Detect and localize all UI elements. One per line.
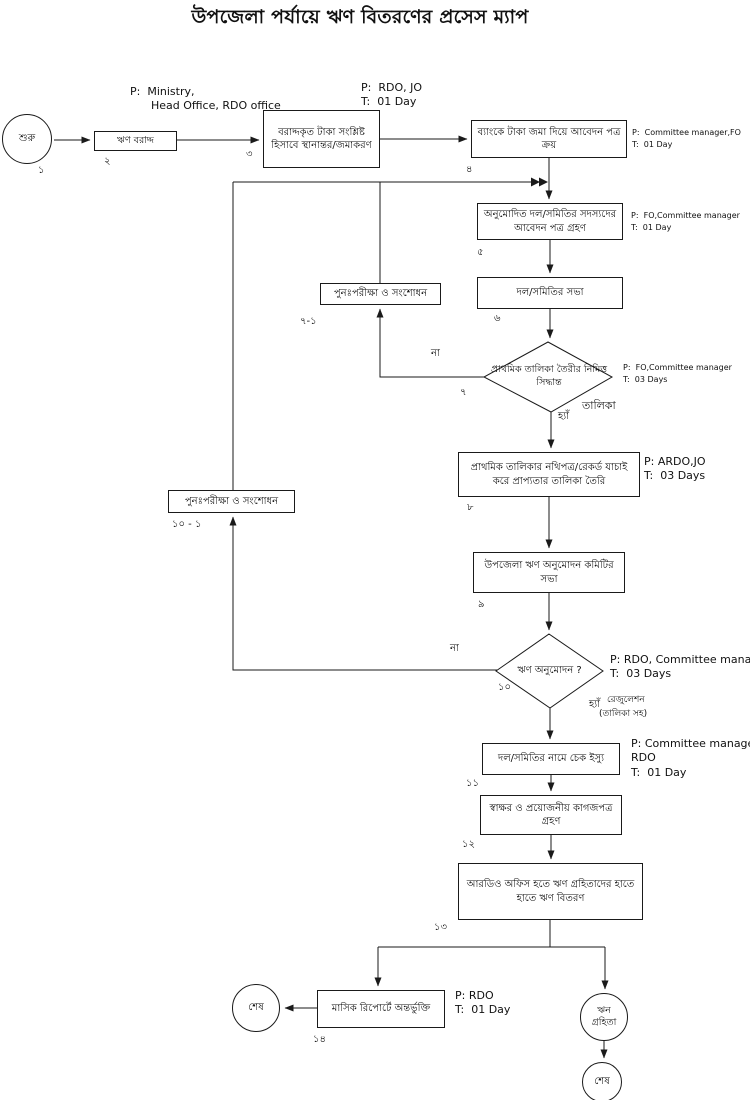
process-step-7-1-recheck-correction: পুনঃপরীক্ষা ও সংশোধন [320,283,441,305]
step-number-11: ১১ [466,778,479,789]
step-number-6: ৬ [494,313,501,324]
annotation-step-4: P: Committee manager,FO T: 01 Day [632,128,741,149]
edge-label-list-7: তালিকা [582,399,616,412]
step-number-10: ১০ [498,682,511,693]
process-step-13-loan-disbursement: আরডিও অফিস হতে ঋণ গ্রহিতাদের হাতে হাতে ঋ… [458,863,643,920]
edge-label-resolution: রেজুলেশন [607,695,645,705]
step-number-5: ৫ [477,247,484,258]
decision-7-shape [482,341,614,413]
decision-10-shape [495,633,604,709]
process-step-3-transfer-deposit: বরাদ্দকৃত টাকা সংশ্লিষ্ট হিসাবে স্থানান্… [263,110,380,168]
edge-label-no-10: না [450,643,459,654]
annotation-step-14: P: RDO T: 01 Day [455,989,511,1017]
process-step-4-buy-application: ব্যাংকে টাকা জমা দিয়ে আবেদন পত্র ক্রয় [471,120,627,158]
step-number-4: ৪ [466,164,473,175]
step-number-3: ৩ [246,149,253,160]
step-number-8: ৮ [467,502,474,513]
process-step-2-loan-allocation: ঋণ বরাদ্দ [94,131,177,151]
step-number-13: ১৩ [434,922,447,933]
decision-10-label: ঋণ অনুমোদন ? [517,665,582,677]
process-step-9-upazila-committee-meeting: উপজেলা ঋণ অনুমোদন কমিটির সভা [473,552,625,593]
annotation-step-8: P: ARDO,JO T: 03 Days [644,455,706,483]
edge-label-yes-10: হ্যাঁ [589,699,601,710]
step-number-10-1: ১০ - ১ [172,519,202,530]
process-step-14-monthly-report: মাসিক রিপোর্টে অন্তর্ভুক্তি [317,990,445,1028]
annotation-step-7: P: FO,Committee manager T: 03 Days [623,363,732,384]
step-number-2: ২ [104,156,111,167]
edge-label-resolution-with-list: (তালিকা সহ) [599,709,648,719]
process-step-11-cheque-issue: দল/সমিতির নামে চেক ইস্যু [482,743,620,775]
edge-label-yes-7: হ্যাঁ [558,411,570,422]
step-number-1: ১ [38,165,45,176]
step-number-7: ৭ [460,387,467,398]
decision-7-label: প্রাথমিক তালিকা তৈরীর নিমিত্ত সিদ্ধান্ত [490,364,608,388]
annotation-step-3: P: RDO, JO T: 01 Day [361,81,422,109]
page-title: উপজেলা পর্যায়ে ঋণ বিতরণের প্রসেস ম্যাপ [191,6,529,28]
double-arrowhead [531,177,548,187]
process-step-12-signature-documents: স্বাক্ষর ও প্রয়োজনীয় কাগজপত্র গ্রহণ [480,795,622,835]
loan-recipient-node: ঋন গ্রহিতা [580,993,628,1041]
annotation-step-11: P: Committee manager, RDO T: 01 Day [631,737,750,779]
process-step-10-1-recheck-correction: পুনঃপরীক্ষা ও সংশোধন [168,490,295,513]
step-number-12: ১২ [462,839,475,850]
step-number-14: ১৪ [313,1034,326,1045]
annotation-step-2: P: Ministry, Head Office, RDO office [130,85,281,113]
step-number-9: ৯ [478,599,485,610]
process-step-6-group-meeting: দল/সমিতির সভা [477,277,623,309]
annotation-step-5: P: FO,Committee manager T: 01 Day [631,211,740,232]
process-step-5-receive-applications: অনুমোদিত দল/সমিতির সদস্যদের আবেদন পত্র গ… [477,203,623,240]
start-node: শুরু [2,114,52,164]
edge-label-no-7: না [431,348,440,359]
annotation-step-10: P: RDO, Committee manager, T: 03 Days [610,653,750,681]
end-node-bottom: শেষ [582,1062,622,1100]
end-node-left: শেষ [232,984,280,1032]
process-step-8-verify-records: প্রাথমিক তালিকার নথিপত্র/রেকর্ড যাচাই কর… [458,452,640,497]
step-number-7-1: ৭-১ [300,316,317,327]
